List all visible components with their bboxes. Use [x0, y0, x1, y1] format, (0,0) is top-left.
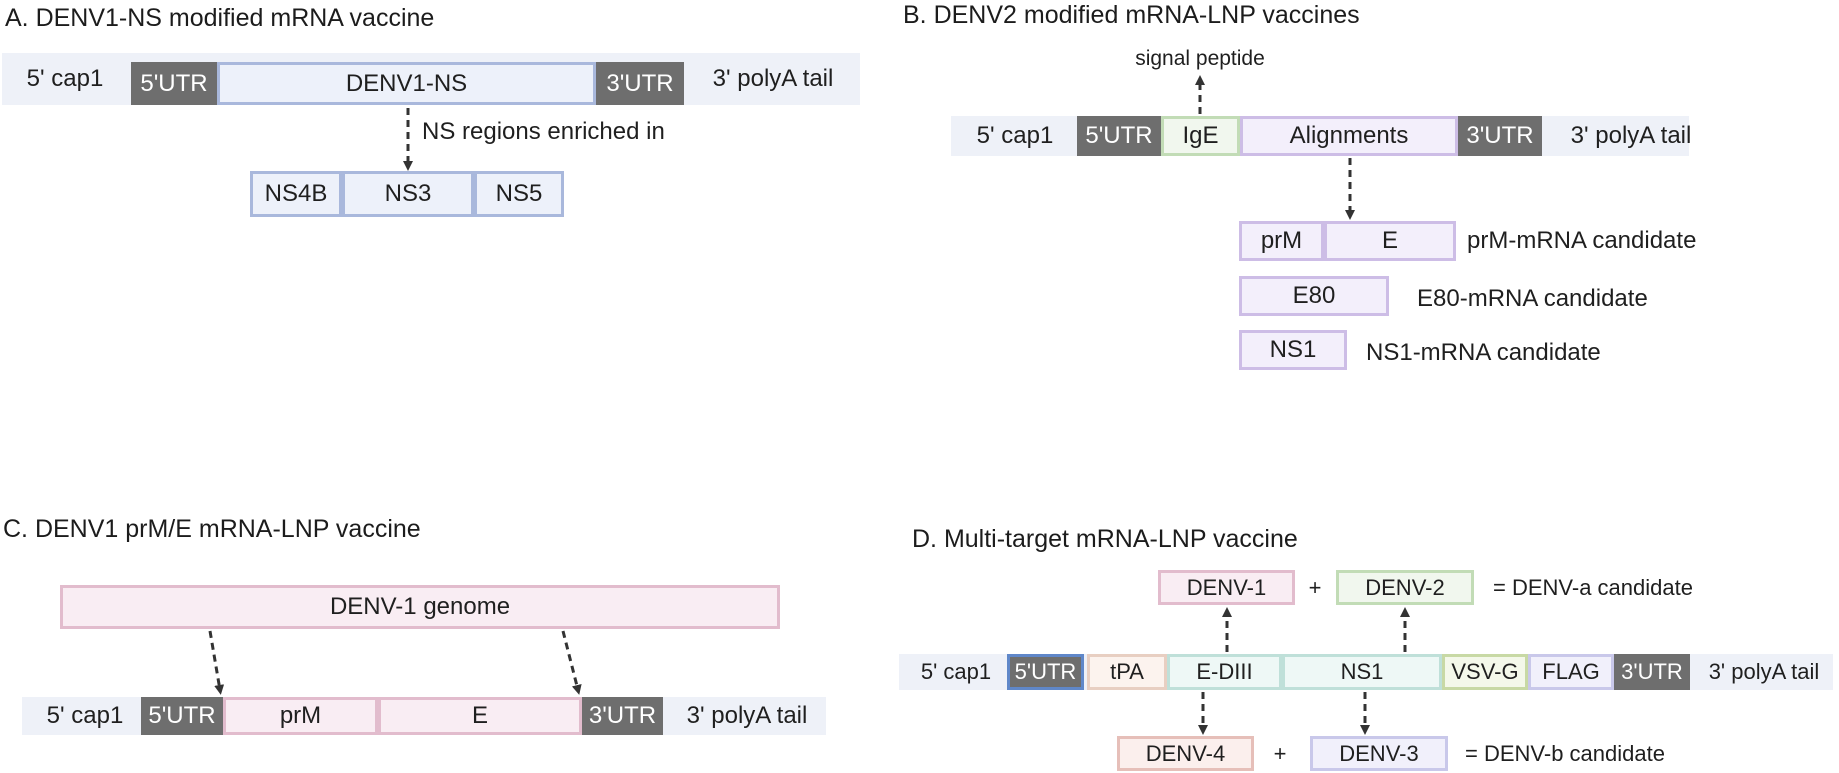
panel-a-utr5: 5'UTR — [131, 62, 217, 105]
panel-c-e: E — [378, 697, 582, 735]
panel-a-title: A. DENV1-NS modified mRNA vaccine — [5, 4, 435, 32]
panel-a-tail: 3' polyA tail — [712, 65, 834, 92]
panel-d-denv3: DENV-3 — [1310, 736, 1448, 771]
panel-d-denv2: DENV-2 — [1336, 570, 1474, 605]
panel-d-plus-top: + — [1308, 574, 1322, 600]
panel-a-region-ns3: NS3 — [342, 171, 474, 217]
panel-c-utr5: 5'UTR — [141, 697, 223, 735]
panel-c-title: C. DENV1 prM/E mRNA-LNP vaccine — [3, 515, 421, 543]
panel-b-prm-candidate: prM-mRNA candidate — [1467, 227, 1697, 254]
panel-a-cap: 5' cap1 — [26, 65, 104, 92]
panel-d-ns1: NS1 — [1282, 654, 1442, 690]
arrow-c-right — [561, 630, 582, 695]
panel-d-candidate-a: = DENV-a candidate — [1493, 574, 1693, 600]
panel-d-tpa: tPA — [1087, 654, 1167, 690]
panel-c-utr3: 3'UTR — [582, 697, 663, 735]
panel-b-ige: IgE — [1161, 116, 1240, 156]
panel-d-vsvg: VSV-G — [1442, 654, 1528, 690]
panel-a-region-ns5: NS5 — [474, 171, 564, 217]
panel-b-ns1: NS1 — [1239, 330, 1347, 370]
panel-d-denv4: DENV-4 — [1117, 736, 1254, 771]
panel-b-e: E — [1324, 221, 1456, 261]
panel-b-signal-label: signal peptide — [1135, 47, 1265, 70]
panel-c-cap: 5' cap1 — [46, 702, 124, 729]
panel-d-flag: FLAG — [1528, 654, 1614, 690]
panel-c-prm: prM — [223, 697, 378, 735]
panel-c-tail: 3' polyA tail — [686, 702, 808, 729]
panel-c-genome: DENV-1 genome — [60, 585, 780, 629]
panel-b-insert: Alignments — [1240, 116, 1458, 156]
panel-d-cap: 5' cap1 — [920, 659, 992, 684]
panel-d-plus-bottom: + — [1273, 740, 1287, 766]
panel-b-utr3: 3'UTR — [1458, 116, 1542, 156]
panel-d-utr5: 5'UTR — [1007, 654, 1084, 690]
panel-b-title: B. DENV2 modified mRNA-LNP vaccines — [903, 1, 1360, 29]
panel-a-insert: DENV1-NS — [217, 62, 596, 105]
panel-d-denv1: DENV-1 — [1158, 570, 1295, 605]
panel-a-utr3: 3'UTR — [596, 62, 684, 105]
panel-a-arrow-label: NS regions enriched in — [422, 118, 665, 145]
panel-d-utr3: 3'UTR — [1614, 654, 1690, 690]
panel-d-tail: 3' polyA tail — [1708, 659, 1820, 684]
panel-d-ediii: E-DIII — [1167, 654, 1282, 690]
panel-b-ns1-candidate: NS1-mRNA candidate — [1366, 339, 1601, 366]
panel-b-prm: prM — [1239, 221, 1324, 261]
panel-b-e80: E80 — [1239, 276, 1389, 316]
panel-d-candidate-b: = DENV-b candidate — [1465, 740, 1665, 766]
panel-a-region-ns4b: NS4B — [250, 171, 342, 217]
panel-d-title: D. Multi-target mRNA-LNP vaccine — [912, 525, 1298, 553]
arrow-c-left — [208, 630, 225, 695]
panel-b-e80-candidate: E80-mRNA candidate — [1417, 285, 1648, 312]
panel-b-cap: 5' cap1 — [976, 122, 1054, 149]
panel-b-tail: 3' polyA tail — [1570, 122, 1692, 149]
panel-b-utr5: 5'UTR — [1077, 116, 1161, 156]
